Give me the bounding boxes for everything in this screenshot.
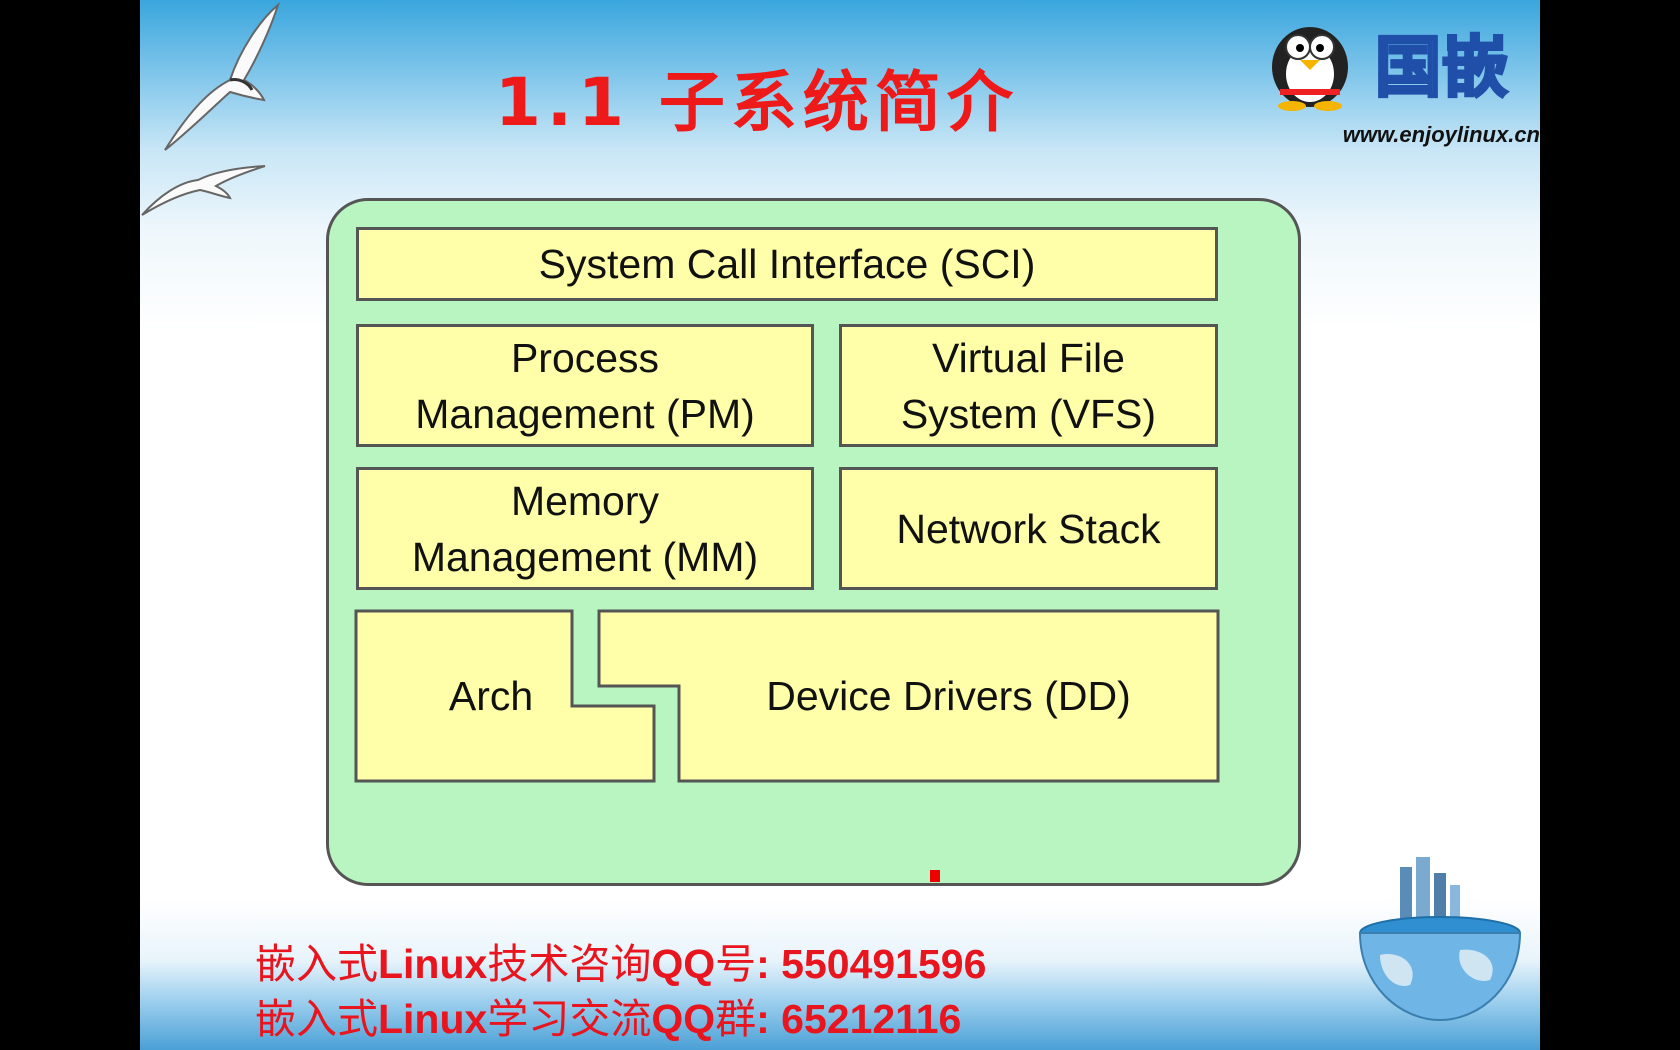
block-sci-label: System Call Interface (SCI) [538, 241, 1036, 287]
block-vfs: Virtual File System (VFS) [839, 324, 1218, 447]
block-mm-label: Memory Management (MM) [411, 477, 759, 580]
footer-1-linux: Linux [378, 941, 488, 987]
slide-title: 1.1 子系统简介 [495, 64, 1019, 141]
footer-1-cn2: 技术咨询 [487, 940, 652, 988]
penguin-mascot-icon [1272, 27, 1348, 111]
logo: 国嵌 [1358, 14, 1526, 110]
block-arch-shape [354, 609, 656, 783]
kernel-subsystem-diagram: System Call Interface (SCI) Process Mana… [326, 198, 1301, 886]
block-device-drivers: Device Drivers (DD) [679, 631, 1218, 761]
block-pm-label: Process Management (PM) [415, 334, 755, 437]
footer-2-qq: QQ [651, 996, 716, 1042]
footer-1-qq: QQ [651, 941, 716, 987]
block-dd-label: Device Drivers (DD) [766, 673, 1131, 719]
block-dd-shape [597, 609, 1220, 783]
logo-url: www.enjoylinux.cn [1342, 122, 1540, 147]
logo-text: 国嵌 [1374, 28, 1510, 108]
block-arch: Arch [356, 631, 626, 761]
footer-group-qq: 嵌入式Linux学习交流QQ群: 65212116 [255, 985, 1255, 1045]
footer-2-cn: 嵌入式 [255, 995, 378, 1043]
footer-2-cn2: 学习交流 [487, 995, 652, 1043]
block-sci: System Call Interface (SCI) [356, 227, 1218, 301]
seagull-icon [164, 2, 280, 151]
block-network-stack: Network Stack [839, 467, 1218, 590]
footer-1-cn: 嵌入式 [255, 940, 378, 988]
footer-2-number: : 65212116 [756, 996, 962, 1042]
arch-dd-shapes [354, 609, 1220, 783]
slide: 1.1 子系统简介 国嵌 www.enjoylinux.cn System Ca… [140, 0, 1540, 1050]
footer-2-linux: Linux [378, 996, 488, 1042]
footer-1-number: : 550491596 [756, 941, 987, 987]
seagull-icon [141, 165, 266, 216]
footer-consult-qq: 嵌入式Linux技术咨询QQ号: 550491596 [255, 930, 1255, 990]
footer-1-cn3: 号 [715, 940, 757, 988]
block-net-label: Network Stack [896, 505, 1161, 552]
block-mm: Memory Management (MM) [356, 467, 814, 590]
block-arch-label: Arch [448, 673, 534, 719]
block-vfs-label: Virtual File System (VFS) [900, 334, 1157, 437]
footer-2-cn3: 群 [715, 995, 757, 1043]
pointer-marker [930, 870, 940, 882]
block-pm: Process Management (PM) [356, 324, 814, 447]
globe-city-icon [1358, 857, 1522, 1022]
